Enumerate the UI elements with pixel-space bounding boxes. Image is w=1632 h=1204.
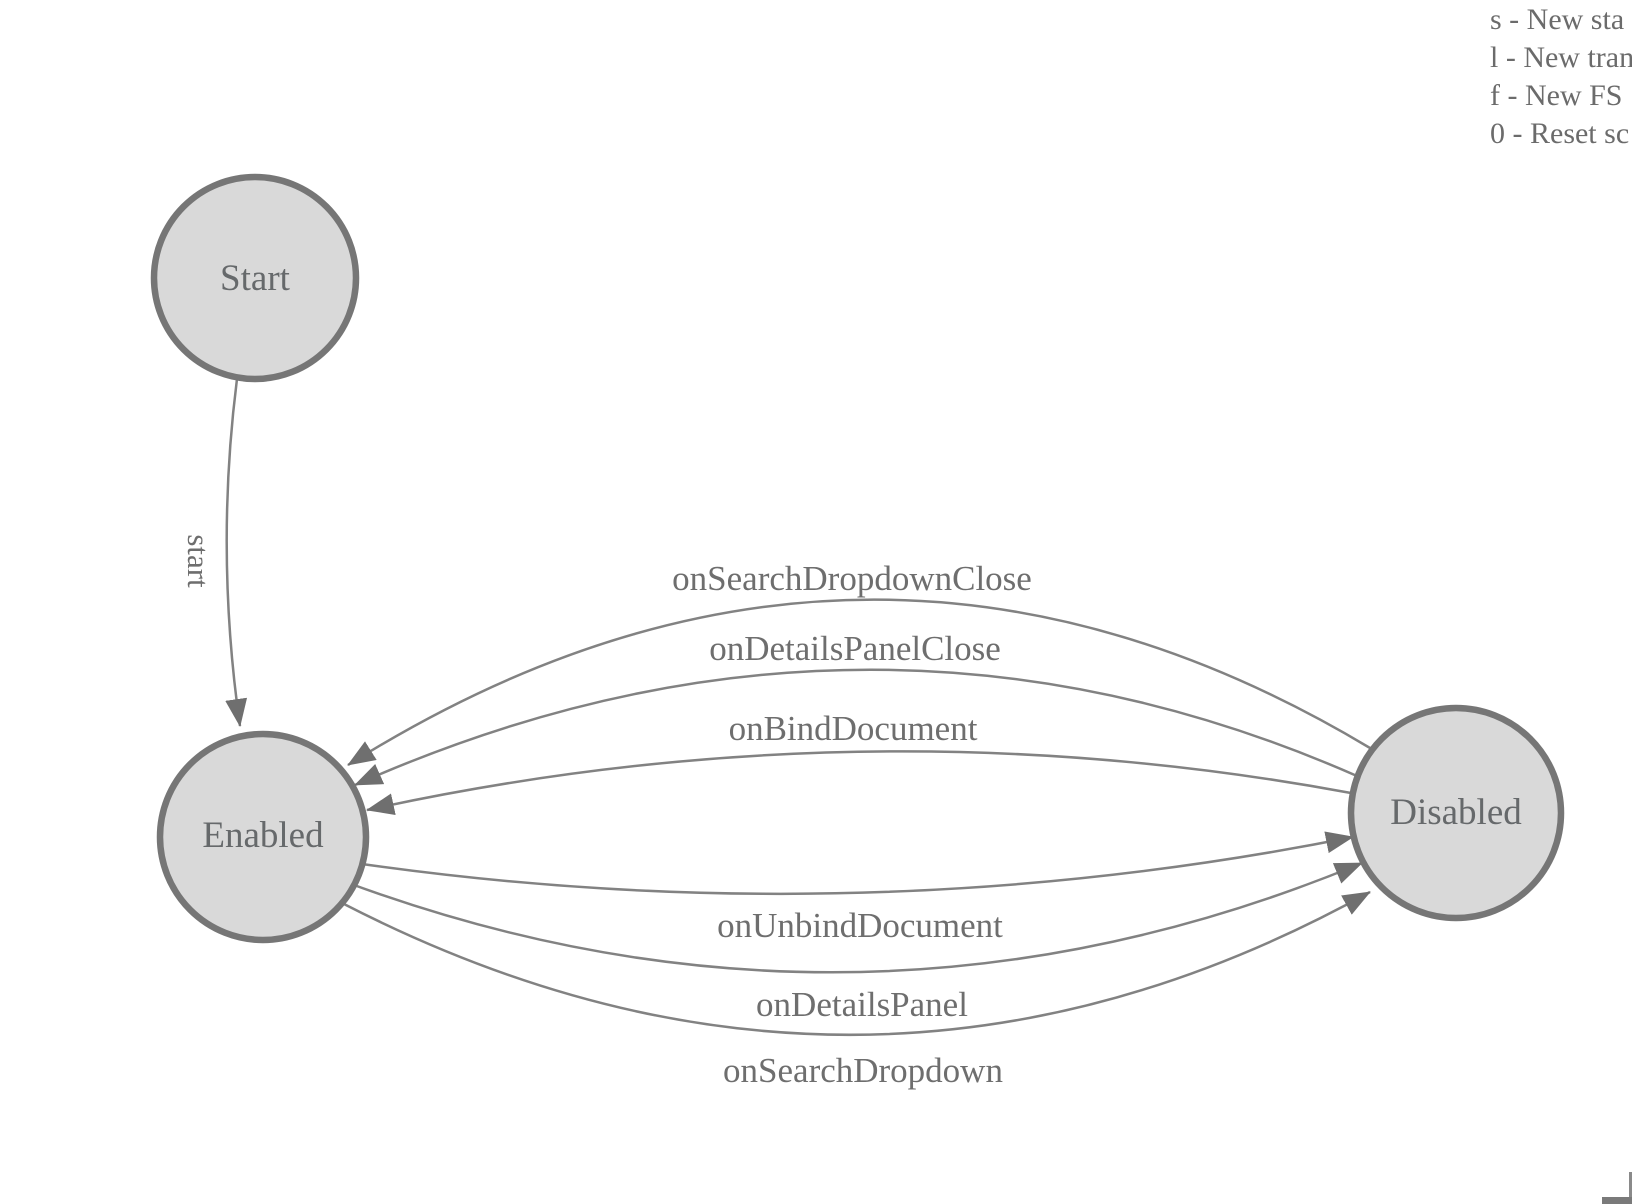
transition-on-details-panel-close-label[interactable]: onDetailsPanelClose <box>709 629 1001 668</box>
transition-on-bind-document-label[interactable]: onBindDocument <box>729 709 978 748</box>
transition-on-search-dropdown-path[interactable] <box>341 890 1371 1036</box>
transition-on-search-dropdown-close-label[interactable]: onSearchDropdownClose <box>672 559 1032 598</box>
transition-on-unbind-document-label[interactable]: onUnbindDocument <box>717 906 1003 945</box>
transition-on-search-dropdown-close-path[interactable] <box>347 598 1371 767</box>
transition-labels-layer: start onSearchDropdownClose onDetailsPan… <box>181 534 1032 1090</box>
state-node-start[interactable]: Start <box>150 173 360 383</box>
states-layer: Start Enabled Disabled <box>150 173 1565 944</box>
state-label-enabled: Enabled <box>202 815 324 856</box>
bottom-right-corner-mark-vertical <box>1629 1172 1632 1201</box>
transition-start-path[interactable] <box>225 378 248 727</box>
bottom-right-corner-mark-horizontal <box>1602 1197 1632 1204</box>
state-node-enabled[interactable]: Enabled <box>156 730 370 944</box>
transition-on-bind-document-path[interactable] <box>366 750 1352 815</box>
shortcut-legend-line-new-fsm: f - New FS <box>1490 79 1623 112</box>
shortcut-legend: s - New sta l - New tran f - New FS 0 - … <box>1490 1 1632 153</box>
transition-on-details-panel-close-path[interactable] <box>354 668 1358 787</box>
state-label-disabled: Disabled <box>1390 792 1522 833</box>
transition-on-search-dropdown-label[interactable]: onSearchDropdown <box>723 1051 1003 1090</box>
state-circle-enabled[interactable] <box>156 730 370 944</box>
transition-on-details-panel-label[interactable]: onDetailsPanel <box>756 985 968 1024</box>
transition-on-details-panel-path[interactable] <box>353 861 1363 974</box>
state-circle-disabled[interactable] <box>1347 704 1565 922</box>
state-label-start: Start <box>220 258 291 299</box>
transitions-layer <box>225 378 1371 1036</box>
shortcut-legend-line-new-state: s - New sta <box>1490 3 1625 36</box>
transition-on-unbind-document-path[interactable] <box>361 831 1354 896</box>
state-node-disabled[interactable]: Disabled <box>1347 704 1565 922</box>
transition-start-label[interactable]: start <box>181 534 216 588</box>
shortcut-legend-line-reset: 0 - Reset sc <box>1490 117 1630 150</box>
state-circle-start[interactable] <box>150 173 360 383</box>
shortcut-legend-line-new-transition: l - New tran <box>1490 41 1632 74</box>
